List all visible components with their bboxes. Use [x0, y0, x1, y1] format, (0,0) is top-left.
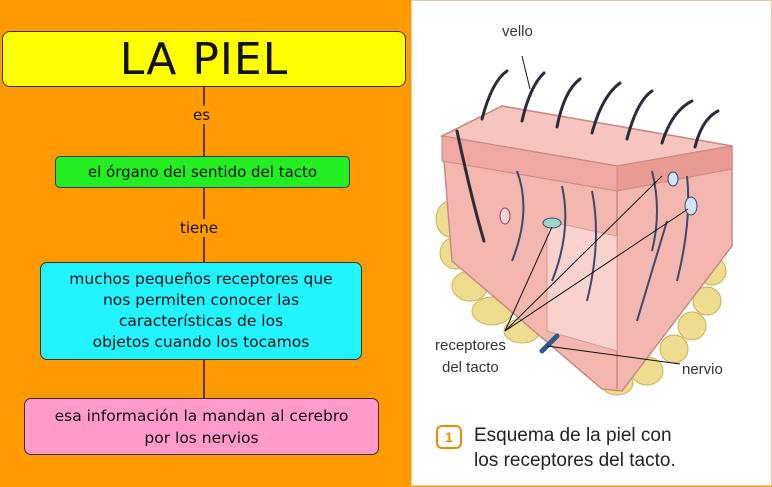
skin-figure-panel: vello receptores del tacto nervio 1 Esqu… — [411, 0, 772, 486]
caption-line: Esquema de la piel con — [474, 425, 672, 446]
node-receptors-line: objetos cuando los tocamos — [92, 333, 310, 351]
label-vello: vello — [502, 23, 533, 40]
figure-caption: Esquema de la piel con los receptores de… — [474, 423, 676, 473]
label-receptores: receptores — [435, 337, 506, 354]
nerve-end — [539, 333, 560, 354]
node-nerves-line: por los nervios — [144, 428, 259, 447]
node-receptors-line: características de los — [118, 312, 284, 330]
node-receptors-line: muchos pequeños receptores que — [69, 270, 333, 288]
touch-receptors — [499, 171, 698, 229]
nerve-fibers — [511, 170, 690, 322]
caption-number-badge: 1 — [436, 425, 462, 449]
link-label-es: es — [190, 106, 214, 124]
concept-map-panel: LA PIEL es el órgano del sentido del tac… — [2, 31, 406, 455]
caption-line: los receptores del tacto. — [474, 450, 676, 471]
label-del-tacto: del tacto — [442, 359, 499, 376]
link-label-tiene: tiene — [177, 219, 222, 237]
node-nerves-line: esa información la mandan al cerebro — [54, 406, 349, 425]
connector-line — [203, 360, 205, 398]
node-nerves: esa información la mandan al cerebro por… — [24, 398, 379, 455]
node-receptors: muchos pequeños receptores que nos permi… — [40, 262, 362, 360]
node-organ: el órgano del sentido del tacto — [55, 156, 350, 188]
leader-lines — [504, 55, 689, 365]
node-receptors-line: nos permiten conocer las — [102, 291, 300, 309]
label-nervio: nervio — [682, 361, 723, 378]
hair-strands — [455, 69, 720, 243]
title-text: LA PIEL — [119, 33, 289, 85]
concept-map-title: LA PIEL — [2, 31, 406, 87]
node-organ-text: el órgano del sentido del tacto — [87, 163, 318, 181]
skin-cross-section-illustration — [435, 55, 733, 396]
